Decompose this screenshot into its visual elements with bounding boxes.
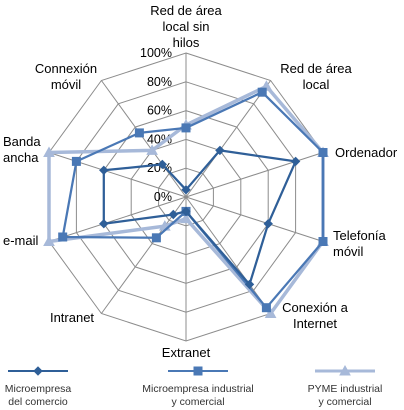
radial-tick-label: 40% [147,132,172,146]
data-point [58,232,68,242]
radial-tick-label: 60% [147,104,172,118]
data-point [215,145,225,156]
data-point [261,303,271,313]
data-point [244,279,255,290]
series-line [61,91,325,309]
category-label: Intranet [50,310,94,325]
grid-spoke [185,196,324,242]
grid-spoke [185,196,272,314]
data-point [180,212,192,224]
data-point [339,364,351,376]
data-point [318,148,328,157]
radial-tick-label: 80% [147,75,172,89]
data-point [181,206,191,217]
data-point [181,123,191,133]
series-1 [99,145,301,290]
category-label: Extranet [162,345,211,360]
data-point [264,307,277,318]
data-point [257,87,267,97]
data-point [151,233,161,243]
data-point [99,218,109,229]
data-point [99,165,109,176]
radial-tick-labels: 0%20%40%60%80%100% [140,46,172,204]
data-point [33,366,43,376]
data-point [43,235,55,246]
data-point [157,159,168,170]
data-point [134,128,144,138]
data-point [43,146,55,157]
data-point [71,156,81,166]
category-label: Ordenador [335,145,398,160]
category-label: e-mail [3,233,39,248]
data-point [318,237,328,246]
data-point [263,218,273,229]
grid-spoke [48,152,187,198]
grid-spoke [185,80,272,198]
data-point [193,366,203,376]
data-point [181,185,191,195]
grid-spoke [185,152,324,198]
grid-spoke [100,80,187,198]
grid-spoke [48,196,187,242]
radial-tick-label: 0% [154,190,172,204]
series-layer [43,80,329,318]
data-point [146,144,158,155]
data-point [290,156,301,167]
data-point [168,209,179,220]
radial-tick-label: 100% [140,46,172,60]
